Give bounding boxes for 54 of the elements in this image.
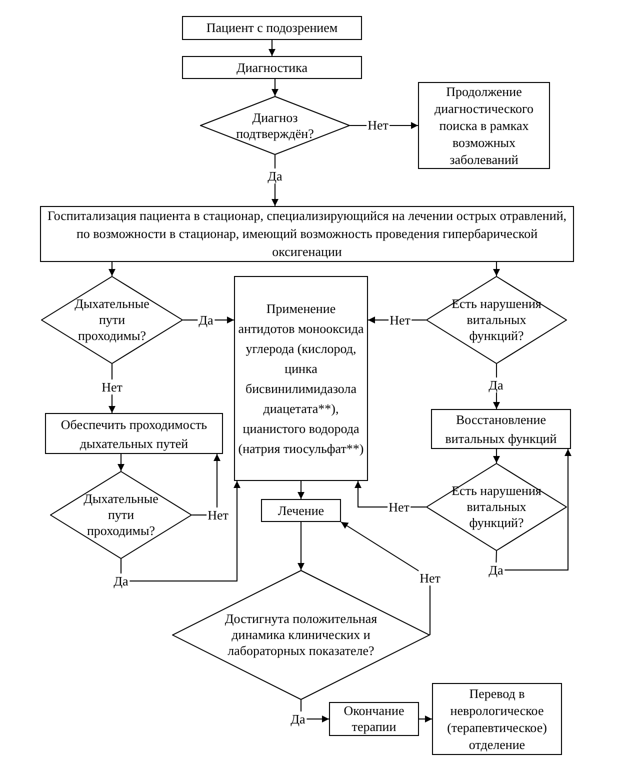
process-box xyxy=(45,413,223,454)
edge-label: Нет xyxy=(100,380,124,394)
process-box xyxy=(234,276,368,481)
decision-diamond xyxy=(50,471,192,559)
arrow xyxy=(118,454,124,472)
node-text: Лечение xyxy=(278,502,324,518)
arrow xyxy=(495,448,572,570)
edge-label: Да xyxy=(488,562,504,578)
node-text: Окончание терапии xyxy=(342,703,406,735)
node-text: Достигнута положительная динамика клинических и лабораторных показателе? xyxy=(224,611,378,659)
process-box xyxy=(329,702,419,736)
process-box xyxy=(182,16,362,40)
arrow xyxy=(108,262,116,276)
node-text: Дыхательные пути проходимы? xyxy=(82,491,160,539)
process-box xyxy=(431,409,571,449)
process-box xyxy=(182,56,362,79)
edge-label: Да xyxy=(112,574,130,588)
arrow xyxy=(182,316,234,324)
node-text: Восстановление витальных функций xyxy=(444,411,558,448)
edge-label: Да xyxy=(266,168,284,184)
decision-diamond xyxy=(426,463,567,551)
node-text: Есть нарушения витальных функций? xyxy=(452,296,542,344)
process-box xyxy=(418,82,550,169)
node-text: Продолжение диагностического поиска в рамках возможных заболеваний xyxy=(434,83,534,168)
node-text: Перевод в неврологическое (терапевтическое) отделение xyxy=(446,685,548,753)
node-text: Диагностика xyxy=(236,60,308,76)
edge-label: Нет xyxy=(206,508,230,522)
arrow xyxy=(418,716,432,722)
decision-diamond xyxy=(41,276,183,364)
node-text: Госпитализация пациента в стационар, специализирующийся на лечении острых отравлений, по возможности в стационар, имеющий возможность проведения гипербарической оксигенации xyxy=(46,207,568,261)
arrow xyxy=(192,454,220,516)
edge-label: Нет xyxy=(418,570,442,586)
arrow xyxy=(298,480,304,500)
arrow xyxy=(493,364,500,410)
process-box xyxy=(261,499,341,522)
node-text: Дыхательные пути проходимы? xyxy=(74,296,150,344)
arrow xyxy=(272,78,278,96)
process-box xyxy=(432,683,562,755)
arrow xyxy=(120,480,240,582)
node-text: Пациент с подозрением xyxy=(206,20,338,36)
edge-label: Да xyxy=(488,378,504,392)
node-text: Обеспечить проходимость дыхательных путей xyxy=(60,416,208,452)
edge-label: Да xyxy=(290,712,306,726)
decision-diamond xyxy=(426,276,567,364)
arrow xyxy=(268,40,276,56)
arrow xyxy=(300,700,330,722)
decision-diamond xyxy=(200,96,350,155)
arrow xyxy=(298,522,304,570)
arrow xyxy=(493,262,500,276)
arrow xyxy=(493,448,500,464)
arrow xyxy=(340,522,430,636)
node-text: Есть нарушения витальных функций? xyxy=(452,483,542,531)
node-text: Диагноз подтверждён? xyxy=(235,110,315,142)
node-text: Применение антидотов монооксида углерода (кислород, цинка бисвинилимидазола диацетата**), цианистого водорода (натрия тиосульфат**) xyxy=(237,300,365,458)
